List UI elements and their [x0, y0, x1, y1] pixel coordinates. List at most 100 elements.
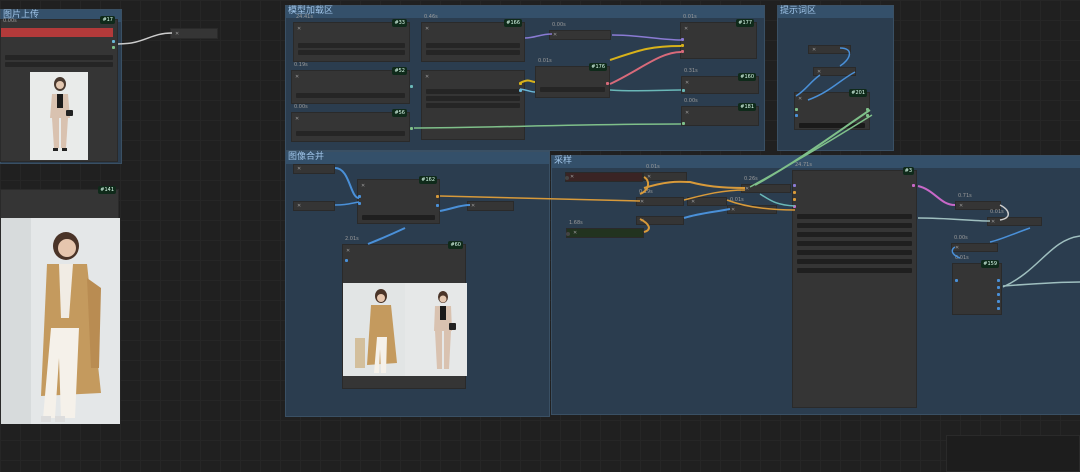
clip-output-node[interactable]: 0.00s #181 ✕: [681, 98, 759, 126]
upload-widget[interactable]: [5, 62, 113, 67]
reroute-node[interactable]: 0.00s ✕: [951, 235, 998, 252]
input-pin[interactable]: [795, 108, 798, 111]
collapse-icon[interactable]: ✕: [685, 110, 690, 116]
minimap-panel[interactable]: [946, 435, 1080, 472]
image-crop-node[interactable]: 0.01s #159: [952, 255, 1002, 315]
widget-row[interactable]: [797, 268, 912, 273]
collapse-icon[interactable]: ✕: [361, 183, 366, 189]
output-pin[interactable]: [565, 176, 569, 180]
output-pin[interactable]: [997, 300, 1000, 303]
collapse-icon[interactable]: ✕: [570, 174, 575, 180]
output-pin[interactable]: [866, 108, 869, 111]
input-pin[interactable]: [682, 89, 685, 92]
collapse-icon[interactable]: ✕: [297, 26, 302, 32]
preview-merged-node[interactable]: 2.01s #60 ✕: [342, 236, 467, 389]
collapse-icon[interactable]: ✕: [297, 203, 302, 209]
image-stitch-node[interactable]: #162 ✕: [357, 176, 440, 224]
widget-row[interactable]: [797, 241, 912, 246]
load-image-node[interactable]: 0.00s #17: [0, 16, 118, 162]
clip-loader-node[interactable]: 0.00s #56 ✕: [291, 104, 413, 142]
reroute-node[interactable]: 0.01s ✕: [643, 164, 687, 181]
collapse-icon[interactable]: ✕: [553, 32, 558, 38]
collapse-icon[interactable]: ✕: [471, 203, 476, 209]
lora-loader-node[interactable]: 0.19s #52 ✕: [291, 62, 413, 104]
output-pin[interactable]: [410, 127, 413, 130]
input-pin[interactable]: [955, 279, 958, 282]
collapse-icon[interactable]: ✕: [640, 199, 645, 205]
output-pin[interactable]: [866, 114, 869, 117]
output-pin[interactable]: [997, 293, 1000, 296]
collapse-icon[interactable]: ✕: [798, 96, 803, 102]
reroute-node[interactable]: ✕: [813, 67, 856, 76]
output-pin[interactable]: [410, 85, 413, 88]
collapse-icon[interactable]: ✕: [685, 80, 690, 86]
collapse-icon[interactable]: ✕: [573, 230, 578, 236]
collapse-icon[interactable]: ✕: [346, 248, 351, 254]
output-pin[interactable]: [606, 82, 609, 85]
widget-row[interactable]: [296, 131, 405, 136]
preview-image-node[interactable]: #141: [0, 186, 120, 424]
collapse-icon[interactable]: ✕: [955, 245, 960, 251]
reroute-node[interactable]: 0.00s ✕: [549, 22, 611, 40]
widget-row[interactable]: [426, 89, 520, 94]
widget-row[interactable]: [799, 123, 865, 128]
output-pin[interactable]: [436, 204, 439, 207]
checkpoint-loader-node[interactable]: 24.41s #33 ✕: [293, 14, 410, 62]
input-pin[interactable]: [795, 114, 798, 117]
input-pin[interactable]: [681, 44, 684, 47]
reroute-node[interactable]: ✕: [687, 197, 727, 206]
widget-row[interactable]: [797, 232, 912, 237]
input-pin[interactable]: [681, 50, 684, 53]
reroute-node[interactable]: ✕: [293, 201, 335, 211]
collapse-icon[interactable]: ✕: [295, 74, 300, 80]
input-pin[interactable]: [793, 198, 796, 201]
input-pin[interactable]: [358, 202, 361, 205]
collapse-icon[interactable]: ✕: [731, 207, 736, 213]
collapse-icon[interactable]: ✕: [812, 47, 817, 53]
input-pin[interactable]: [681, 38, 684, 41]
combine-node[interactable]: 0.01s #177 ✕: [680, 14, 757, 59]
widget-row[interactable]: [540, 87, 605, 92]
widget-row[interactable]: [298, 43, 405, 48]
input-pin[interactable]: [682, 122, 685, 125]
collapse-icon[interactable]: ✕: [745, 186, 750, 192]
collapse-icon[interactable]: ✕: [817, 69, 822, 75]
widget-row[interactable]: [797, 259, 912, 264]
collapse-icon[interactable]: ✕: [647, 174, 652, 180]
widget-row[interactable]: [426, 103, 520, 108]
collapse-icon[interactable]: ✕: [684, 26, 689, 32]
reroute-node[interactable]: ✕: [808, 45, 851, 54]
output-pin[interactable]: [997, 307, 1000, 310]
collapse-icon[interactable]: ✕: [425, 26, 430, 32]
widget-row[interactable]: [797, 214, 912, 219]
widget-row[interactable]: [426, 43, 520, 48]
input-pin[interactable]: [358, 195, 361, 198]
vae-loader-node[interactable]: 0.31s #160 ✕: [681, 68, 759, 94]
widget-row[interactable]: [426, 96, 520, 101]
image-select-widget[interactable]: [5, 55, 113, 60]
widget-row[interactable]: [362, 215, 435, 220]
collapse-icon[interactable]: ✕: [959, 203, 964, 209]
clip-text-encode-node[interactable]: #201 ✕: [794, 89, 870, 130]
output-pin[interactable]: [519, 89, 522, 92]
ksampler-node[interactable]: 24.71s #3: [792, 162, 917, 408]
collapse-icon[interactable]: ✕: [425, 74, 430, 80]
widget-row[interactable]: [296, 93, 405, 98]
output-pin[interactable]: [997, 279, 1000, 282]
output-pin[interactable]: [112, 46, 115, 49]
input-pin[interactable]: [793, 184, 796, 187]
output-pin[interactable]: [912, 184, 915, 187]
widget-row[interactable]: [426, 50, 520, 55]
widget-row[interactable]: [797, 250, 912, 255]
widget-row[interactable]: [797, 223, 912, 228]
collapse-icon[interactable]: ✕: [295, 116, 300, 122]
model-loader-node[interactable]: 0.46s #166 ✕: [421, 14, 525, 62]
collapse-icon[interactable]: ✕: [991, 219, 996, 225]
widget-row[interactable]: [298, 50, 405, 55]
positive-prompt-node[interactable]: 1.68s ✕: [566, 220, 644, 238]
output-pin[interactable]: [566, 232, 570, 236]
output-pin[interactable]: [112, 40, 115, 43]
output-pin[interactable]: [997, 286, 1000, 289]
negative-prompt-node[interactable]: ✕: [565, 172, 643, 182]
